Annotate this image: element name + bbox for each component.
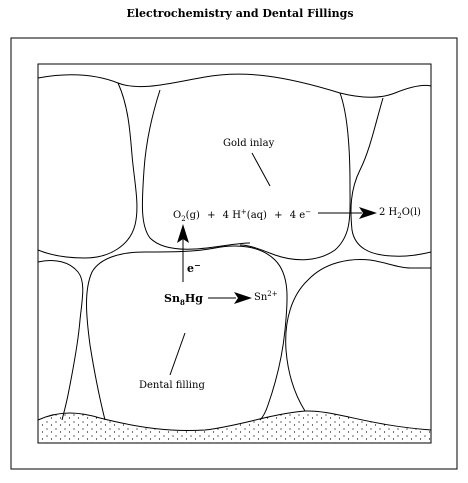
inlay-right-cusp [239,92,351,261]
tin-ion-sn: Sn [254,292,268,303]
electron-arrow-head [177,224,189,243]
eq-electrons-sup: − [305,208,311,216]
electron-e: e [187,262,194,275]
gold-inlay-leader [251,152,271,187]
inlay-top-outline [37,73,432,98]
tin-ion-sup: 2+ [267,290,277,298]
electron-label: e− [187,260,201,275]
eq-plus-2: + [274,210,282,221]
inlay-far-right-cusp [350,97,432,257]
gold-inlay-label: Gold inlay [223,138,275,149]
eq-hplus: 4 H [223,210,242,221]
water-product: 2 H2O(l) [379,207,421,220]
dental-filling-leader [169,332,186,376]
filling-right-outline [285,259,431,412]
product-rest: O(l) [402,207,421,218]
inner-frame [37,63,432,444]
stippled-base [38,410,431,443]
eq-o2-sub: 2 [181,215,185,223]
inlay-lower-boundary [37,259,84,421]
inlay-left-cusp [37,82,138,259]
amalgam-hg: Hg [185,292,203,305]
eq-plus-1: + [207,210,215,221]
eq-electrons: 4 e [290,210,306,221]
outer-frame [10,37,458,470]
tin-ion-label: Sn2+ [254,290,278,303]
amalgam-label: Sn8Hg [164,292,203,307]
eq-o2-state: (g) [186,210,200,221]
diagram-title: Electrochemistry and Dental Fillings [126,7,353,20]
eq-hplus-sup: + [241,208,247,216]
product-sub: 2 [397,212,401,220]
eq-hplus-state: (aq) [247,210,267,221]
product-coef: 2 H [379,207,398,218]
electron-sup: − [194,260,201,270]
bottom-contour [37,410,432,431]
oxidation-arrow-head [234,292,252,304]
filling-left-outline [86,245,288,421]
inlay-center-cusp [141,89,251,250]
water-arrow-head [359,207,377,219]
amalgam-sub: 8 [180,298,185,307]
amalgam-sn: Sn [164,292,180,305]
eq-o2: O [173,210,181,221]
reduction-equation: O2(g) + 4 H+(aq) + 4 e− [173,208,311,223]
dental-filling-label: Dental filling [139,380,205,391]
